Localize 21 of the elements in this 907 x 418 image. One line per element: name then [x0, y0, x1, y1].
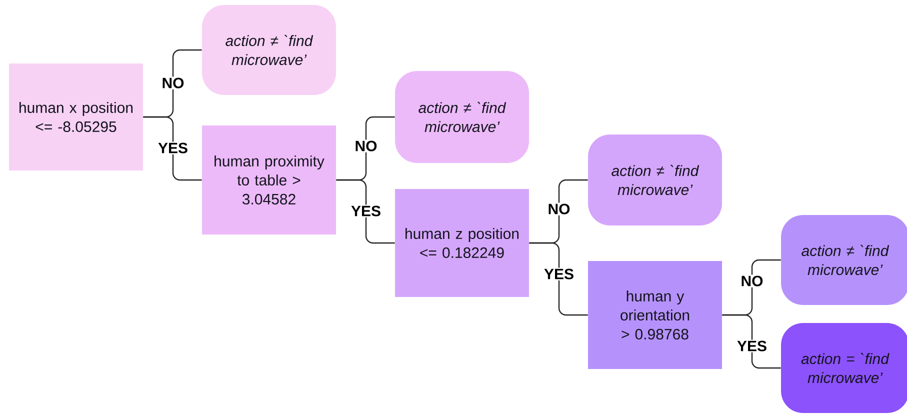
- leaf-node: action = `find microwave’: [781, 323, 907, 413]
- connector: [336, 179, 395, 244]
- leaf-node: action ≠ `find microwave’: [395, 71, 529, 163]
- decision-box: human y orientation > 0.98768: [588, 261, 722, 369]
- decision-box: human z position <= 0.182249: [395, 189, 529, 297]
- edge-label: NO: [354, 140, 378, 152]
- edge-label: NO: [740, 274, 764, 288]
- connector: [529, 242, 588, 316]
- edge-label: YES: [736, 340, 768, 352]
- edge-label: NO: [160, 76, 186, 90]
- edge-label: YES: [157, 142, 190, 154]
- decision-box: human proximity to table > 3.04582: [202, 126, 336, 234]
- connector: [143, 116, 202, 181]
- decision-box: human x position <= -8.05295: [9, 64, 143, 170]
- leaf-node: action ≠ `find microwave’: [202, 5, 336, 95]
- leaf-node: action ≠ `find microwave’: [781, 215, 907, 305]
- leaf-node: action ≠ `find microwave’: [588, 134, 722, 226]
- edge-label: YES: [350, 204, 382, 218]
- edge-label: NO: [546, 202, 572, 216]
- connector: [722, 314, 781, 369]
- edge-label: YES: [543, 268, 576, 280]
